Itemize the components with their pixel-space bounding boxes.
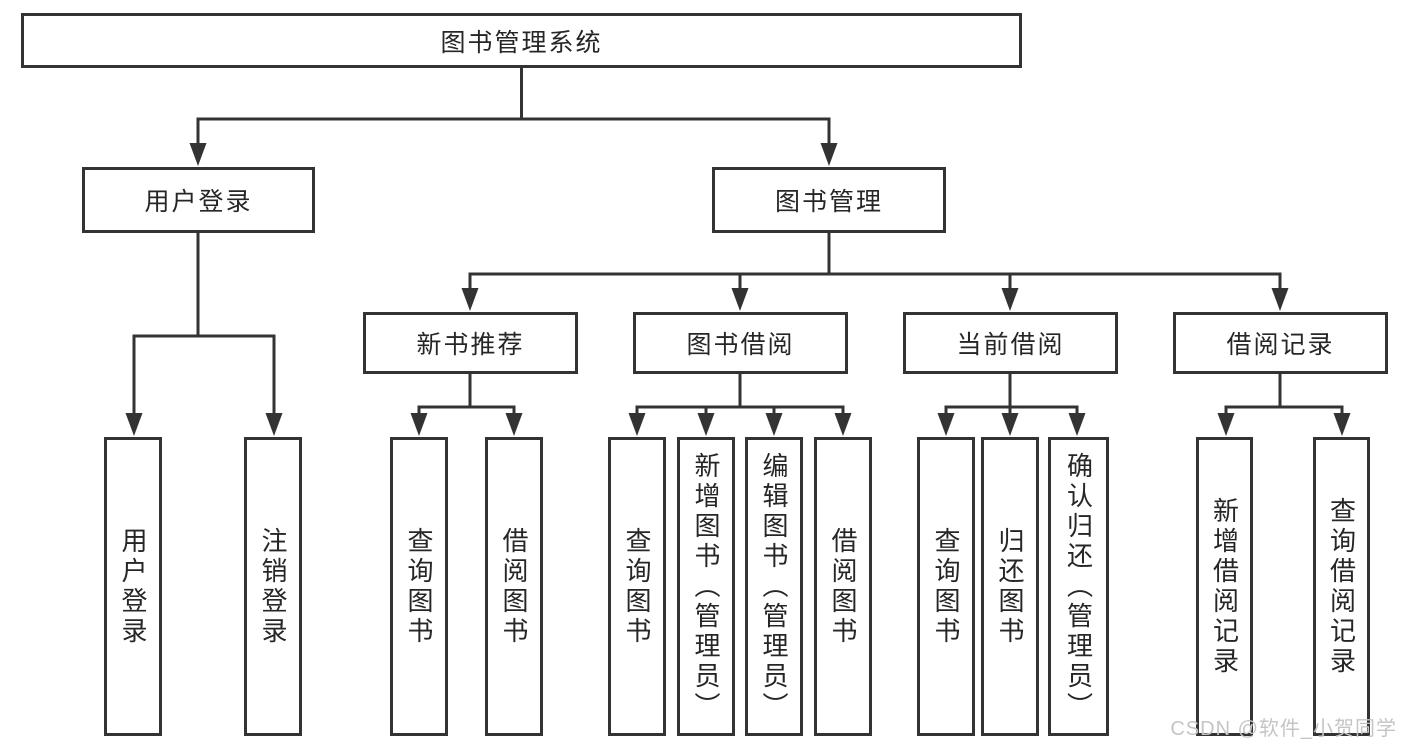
leaf-confirm-return-admin: 确认归还（管理员）	[1048, 437, 1109, 736]
leaf-label: 查询图书	[404, 526, 434, 647]
node-borrowing-records: 借阅记录	[1173, 312, 1388, 374]
leaf-label: 用户登录	[118, 526, 148, 647]
leaf-label: 查询图书	[622, 526, 652, 647]
leaf-add-books-admin: 新增图书（管理员）	[677, 437, 735, 736]
leaf-label: 借阅图书	[499, 526, 529, 647]
node-book-management: 图书管理	[712, 167, 946, 233]
leaf-query-books-current: 查询图书	[917, 437, 975, 736]
leaf-logout: 注销登录	[244, 437, 302, 736]
node-label: 新书推荐	[416, 331, 525, 359]
csdn-watermark: CSDN @软件_小贺同学	[1170, 718, 1397, 740]
leaf-query-borrow-record: 查询借阅记录	[1313, 437, 1370, 736]
node-label: 图书管理系统	[440, 28, 603, 57]
leaf-edit-books-admin: 编辑图书（管理员）	[745, 437, 803, 736]
node-user-login: 用户登录	[82, 167, 315, 233]
leaf-query-books-recommend: 查询图书	[390, 437, 448, 736]
node-label: 当前借阅	[956, 331, 1065, 359]
node-label: 图书管理	[774, 188, 883, 216]
leaf-label: 编辑图书（管理员）	[759, 451, 789, 722]
leaf-label: 查询借阅记录	[1326, 496, 1357, 677]
node-label: 图书借阅	[686, 331, 795, 359]
leaf-label: 新增借阅记录	[1209, 496, 1240, 677]
node-book-borrowing: 图书借阅	[633, 312, 848, 374]
leaf-user-login: 用户登录	[104, 437, 162, 736]
leaf-borrow-books-recommend: 借阅图书	[485, 437, 543, 736]
node-current-borrowing: 当前借阅	[903, 312, 1118, 374]
leaf-borrow-books: 借阅图书	[814, 437, 872, 736]
node-label: 借阅记录	[1226, 331, 1335, 359]
leaf-label: 查询图书	[931, 526, 961, 647]
leaf-label: 借阅图书	[828, 526, 858, 647]
leaf-label: 新增图书（管理员）	[691, 451, 721, 722]
node-new-book-recommend: 新书推荐	[363, 312, 578, 374]
leaf-label: 确认归还（管理员）	[1063, 451, 1094, 722]
leaf-add-borrow-record: 新增借阅记录	[1196, 437, 1253, 736]
leaf-label: 注销登录	[258, 526, 288, 647]
node-label: 用户登录	[144, 188, 253, 216]
leaf-label: 归还图书	[995, 526, 1025, 647]
node-library-management-system: 图书管理系统	[21, 13, 1022, 68]
leaf-return-books: 归还图书	[981, 437, 1039, 736]
leaf-query-books-borrow: 查询图书	[608, 437, 666, 736]
